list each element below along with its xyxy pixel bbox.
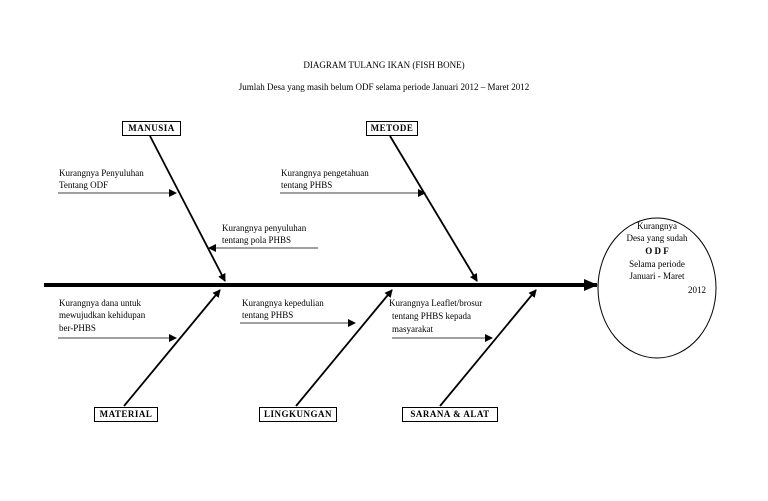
bone-manusia [149, 135, 226, 282]
effect-text: Desa yang sudah [626, 233, 688, 243]
effect-text: Selama periode [629, 259, 685, 269]
effect-text: O D F [645, 246, 669, 256]
effect-text: Kurangnya [637, 221, 677, 231]
bone-sarana [439, 289, 537, 407]
cause-text: ber-PHBS [59, 323, 96, 333]
diagram-subtitle: Jumlah Desa yang masih belum ODF selama … [238, 82, 530, 92]
cause-text: mewujudkan kehidupan [59, 310, 146, 320]
cause-text: masyarakat [392, 324, 433, 334]
diagram-title: DIAGRAM TULANG IKAN (FISH BONE) [303, 60, 465, 70]
cause-text: tentang PHBS [281, 180, 333, 190]
cause-text: Tentang ODF [59, 180, 109, 190]
category-manusia: MANUSIA [122, 121, 181, 136]
effect-ellipse [597, 217, 717, 359]
cause-text: Kurangnya pengetahuan [281, 168, 369, 178]
effect-text: 2012 [688, 285, 706, 295]
cause-text: Kurangnya dana untuk [59, 298, 141, 308]
cause-text: tentang pola PHBS [222, 235, 291, 245]
effect-text: Januari - Maret [629, 271, 685, 281]
bone-material [123, 289, 221, 407]
cause-text: Kurangnya penyuluhan [222, 223, 307, 233]
category-sarana-alat: SARANA & ALAT [402, 407, 498, 422]
category-metode: METODE [366, 121, 418, 136]
bone-lingkungan [295, 289, 393, 407]
cause-text: Kurangnya Penyuluhan [59, 168, 144, 178]
cause-text: Kurangnya kepedulian [242, 298, 324, 308]
cause-text: tentang PHBS [242, 310, 294, 320]
cause-text: Kurangnya Leaflet/brosur [389, 298, 483, 308]
category-lingkungan: LINGKUNGAN [259, 407, 337, 422]
category-material: MATERIAL [94, 407, 158, 422]
bone-metode [389, 135, 478, 282]
cause-text: tentang PHBS kepada [392, 311, 471, 321]
